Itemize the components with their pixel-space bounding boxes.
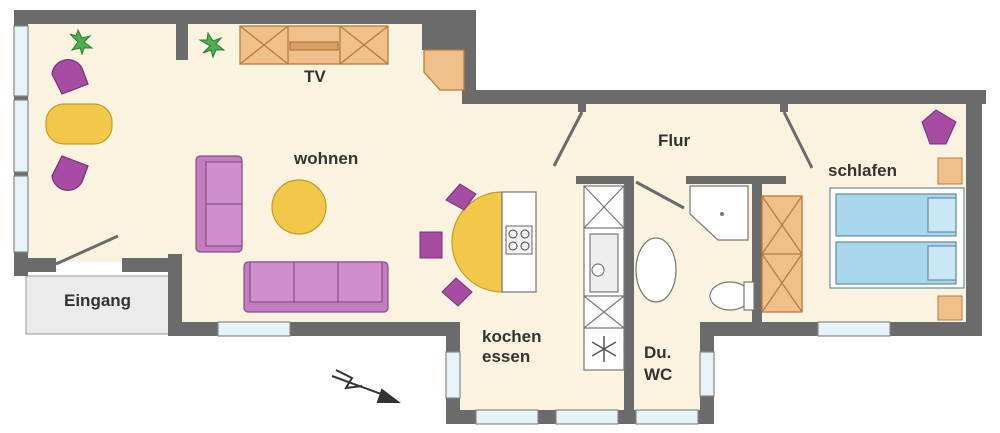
label-wohnen: wohnen [293,149,358,168]
chair-island-1 [445,183,477,211]
corner-cabinet [423,49,465,91]
window-left-3 [13,175,29,253]
label-eingang: Eingang [64,291,131,310]
nightstand-bottom [937,295,963,321]
window-bath-bottom [635,409,699,425]
wardrobe [761,195,803,313]
snowflake-icon [591,336,617,362]
coffee-table [271,179,327,235]
label-kochen: kochen [482,327,542,346]
kitchen-counter [583,185,625,371]
chair-left-2 [51,155,89,191]
plant-icon [69,28,226,59]
double-bed [829,187,965,289]
window-kitchen-bottom-1 [475,409,539,425]
windows [13,25,891,425]
chair-left-1 [51,59,89,95]
label-essen: essen [482,347,530,366]
label-wc: WC [644,365,672,384]
sofa-left [195,155,243,253]
window-bedroom-bottom [817,321,891,337]
tv-cabinet [239,25,389,65]
label-tv: TV [304,67,326,86]
label-du: Du. [644,343,671,362]
window-left-1 [13,25,29,97]
chair-island-3 [441,277,473,307]
doors [55,111,814,266]
sink-icon [635,237,677,303]
chair-bedroom [921,109,957,145]
sofa-bottom [243,261,389,313]
toilet-icon [709,281,755,311]
entrance-floor [25,275,172,335]
window-living-bottom [217,321,291,337]
dining-left [45,59,113,191]
window-kitchen-left [445,351,461,399]
dining-table-left [45,103,113,145]
sink-icon [591,263,605,277]
dining-island [419,183,537,307]
chair-island-2 [419,231,443,259]
label-schlafen: schlafen [828,161,897,180]
window-bath-right [699,351,715,397]
nightstand-top [937,157,963,185]
window-left-2 [13,99,29,173]
label-flur: Flur [658,131,690,150]
shower-icon [689,185,749,241]
walls [14,10,986,424]
north-arrow-icon [331,369,401,403]
window-kitchen-bottom-2 [555,409,619,425]
hob-icon [505,225,533,255]
